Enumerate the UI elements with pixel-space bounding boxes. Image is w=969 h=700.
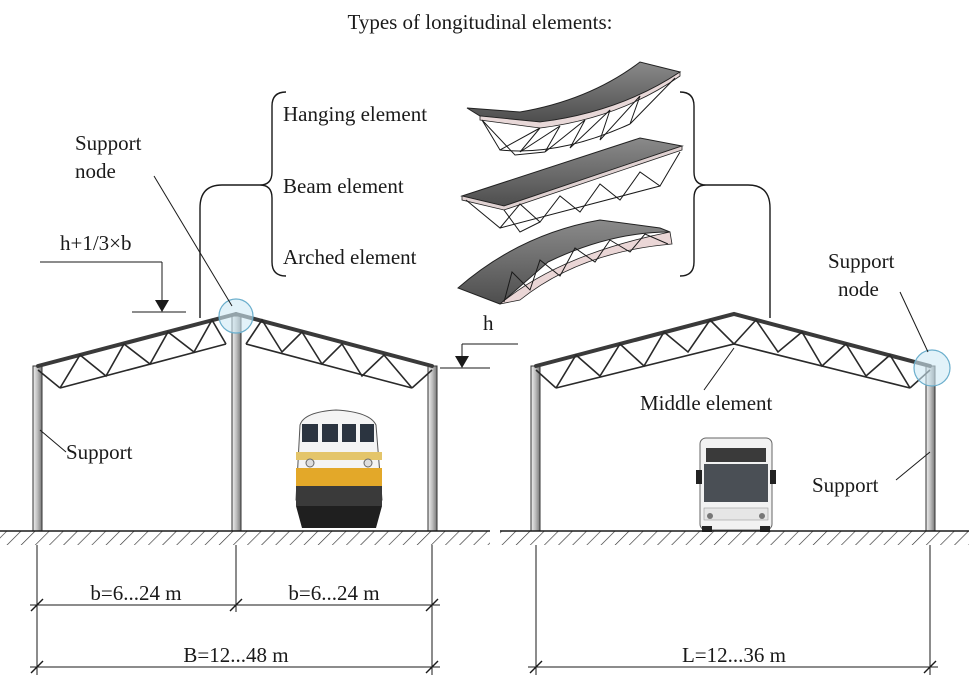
support-right-label: Support [812,473,879,497]
height-left-label: h+1/3×b [60,231,132,255]
beam-element-label: Beam element [283,174,404,198]
diagram-title: Types of longitudinal elements: [347,10,612,34]
left-truss-1 [36,312,238,389]
dimension-B: B=12...48 m [183,643,288,667]
beam-element-figure [460,137,684,233]
support-node-left-word2: node [75,159,116,183]
support-node-right-label: Support node [828,249,895,301]
bus-illustration [696,437,776,532]
arched-element-label: Arched element [283,245,417,269]
ground-left-hatch [0,531,490,545]
left-brace [199,91,287,318]
hanging-element-label: Hanging element [283,102,427,126]
locomotive-illustration [295,409,383,528]
support-node-right-marker [913,349,951,387]
right-truss [534,311,932,389]
right-brace [679,91,771,318]
middle-element-label: Middle element [640,391,773,415]
support-node-left-word1: Support [75,131,142,155]
support-node-right-word2: node [838,277,879,301]
support-node-right-word1: Support [828,249,895,273]
left-column-outer [32,365,43,532]
dimension-b-right: b=6...24 m [288,581,379,605]
right-column-right [925,365,936,532]
support-node-left-marker [218,298,254,334]
left-column-right [427,365,438,532]
dimension-b-left: b=6...24 m [90,581,181,605]
height-right-label: h [483,311,494,335]
hanging-element-figure [466,61,682,156]
left-column-middle [231,315,242,532]
support-node-left-label: Support node [75,131,142,183]
left-truss-2 [234,312,434,389]
right-column-left [530,365,541,532]
right-dimension-lines [528,545,938,675]
ground-right-hatch [500,531,969,545]
arched-element-figure [457,219,673,305]
dimension-L: L=12...36 m [682,643,786,667]
left-dimension-lines [30,545,440,675]
support-left-label: Support [66,440,133,464]
